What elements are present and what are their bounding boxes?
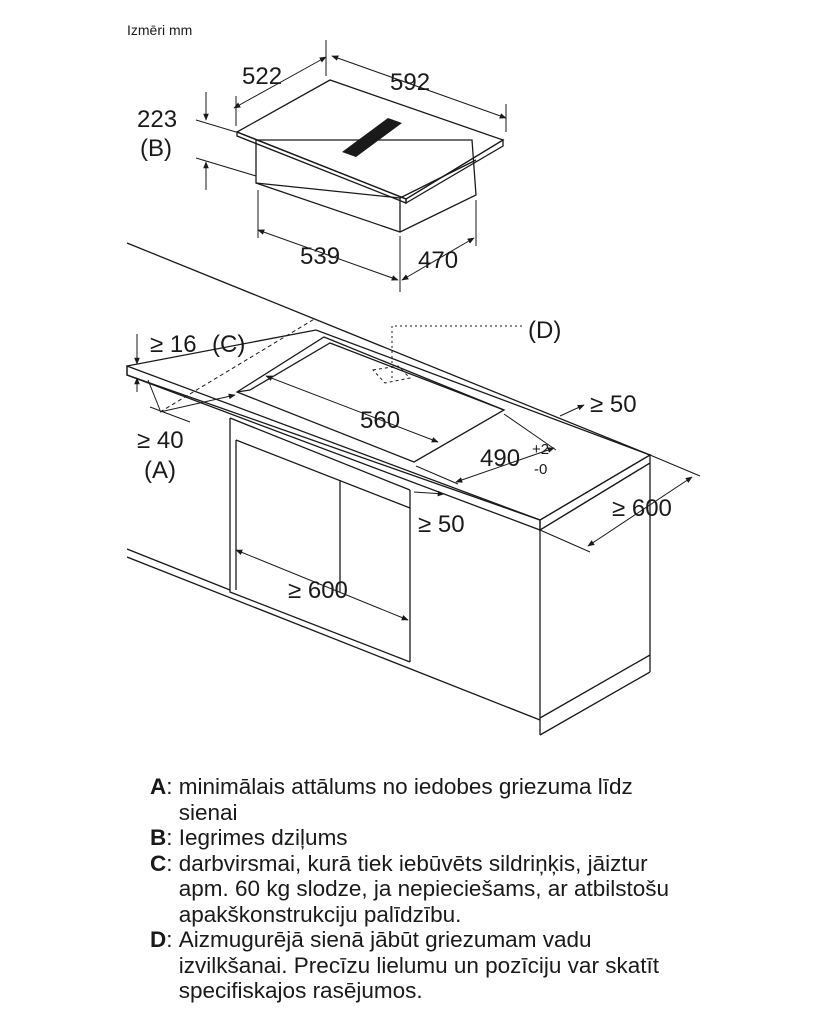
- legend-item-b: B: Iegrimes dziļums: [150, 825, 348, 850]
- cutout-depth-value: 490: [480, 445, 520, 472]
- legend-item-c: C: darbvirsmai, kurā tiek iebūvēts sildr…: [150, 850, 670, 927]
- legend: A: minimālais attālums no iedobes griezu…: [150, 774, 690, 1004]
- hob-width-value: 592: [390, 69, 430, 96]
- cutout-tol-plus: +2: [532, 441, 549, 458]
- cutout-width-value: 560: [360, 407, 400, 434]
- wall-gap-ref: (A): [144, 457, 176, 484]
- hob-depth-value: 522: [242, 63, 282, 90]
- counter-depth-value: ≥ 600: [612, 495, 672, 522]
- oven-width-value: ≥ 600: [288, 577, 348, 604]
- cabinet-drawing: [126, 242, 701, 736]
- wall-line: [126, 242, 651, 456]
- oven-opening: [229, 418, 411, 663]
- hob-height-ref: (B): [140, 135, 172, 162]
- hob-body-width-value: 539: [300, 243, 340, 270]
- counter-ref: (C): [212, 331, 245, 358]
- counter-min-value: ≥ 16: [150, 331, 197, 358]
- wall-gap-value: ≥ 40: [137, 427, 184, 454]
- cutout: [235, 336, 506, 463]
- hob-height-value: 223: [137, 106, 177, 133]
- hob-drawing: [195, 40, 507, 292]
- cutout-tol-minus: -0: [534, 461, 547, 478]
- legend-item-a: A: minimālais attālums no iedobes griezu…: [150, 774, 633, 825]
- legend-item-d: D: Aizmugurējā sienā jābūt griezumam vad…: [150, 927, 659, 1003]
- rear-gap-value: ≥ 50: [590, 391, 637, 418]
- vent-slot: [342, 118, 402, 157]
- units-label: Izmēri mm: [127, 22, 193, 38]
- side-gap-value: ≥ 50: [418, 511, 465, 538]
- plinth-line: [126, 556, 541, 721]
- detail-ref: (D): [528, 317, 561, 344]
- hob-body-depth-value: 470: [418, 247, 458, 274]
